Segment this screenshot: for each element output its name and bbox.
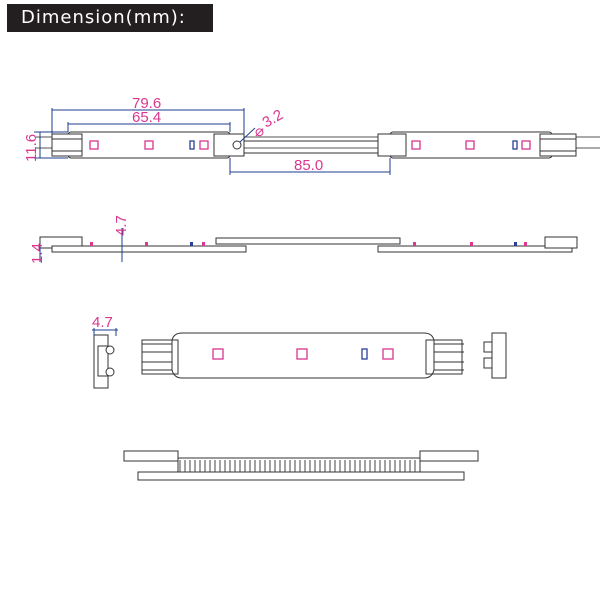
led-icon [89,140,99,150]
resistor-icon [189,140,195,150]
top-view-dimension-lines [34,108,391,175]
bottom-end-left [123,450,179,462]
dimension-label: 79.6 [132,95,161,112]
side-bridge [215,237,401,245]
bottom-end-right [419,450,479,462]
resistor-icon [512,140,518,150]
resistor-icon [190,242,193,246]
side-end-right [544,236,578,249]
dimension-label: 4.7 [113,215,130,236]
bottom-heatsink [177,457,421,473]
dimension-label: 65.4 [132,109,161,126]
wire-end-icon [105,345,115,355]
resistor-icon [514,242,517,246]
page-title: Dimension(mm): [21,7,186,28]
led-icon [521,140,531,150]
dimension-label: 11.6 [23,134,40,162]
led-icon [212,348,224,360]
fin-lines [179,460,416,472]
side-module-1-base [51,245,247,253]
led-icon [199,140,209,150]
led-icon [382,348,394,360]
led-icon [465,140,475,150]
led-icon [413,242,416,246]
side-view-leds [90,242,527,246]
bottom-view [123,450,479,481]
side-module-2-base [377,245,573,253]
led-icon [296,348,308,360]
dimension-label: 1.4 [29,243,46,264]
mounting-hole-icon [232,140,242,150]
front-view-leds [212,348,394,360]
top-module-1-end-right [213,133,245,157]
bottom-base [137,471,465,481]
leader-line [239,127,256,143]
top-module-1-end-left [51,133,83,157]
title-bar: Dimension(mm): [7,4,213,32]
resistor-icon [361,348,368,360]
led-icon [524,242,527,246]
led-icon [411,140,421,150]
top-view [36,131,600,159]
right-end-pin [483,341,493,353]
side-view-dimension-lines [39,228,123,262]
top-module-2-end-left [377,133,407,157]
wire-end-icon [105,367,115,377]
end-view-inner [97,345,109,377]
dimension-label-diameter-icon: ⌀ [255,123,264,140]
side-view [39,236,578,253]
right-end-body [491,332,507,379]
front-connector-left [141,339,179,375]
dimension-label: 85.0 [294,157,323,174]
led-icon [144,140,154,150]
top-module-2-end-right [539,133,577,157]
dimension-label: 4.7 [92,314,113,331]
top-view-leds [89,140,531,150]
led-icon [202,242,205,246]
end-view-dimension-lines [92,328,118,336]
heatsink-fins [179,460,416,472]
front-connector-right [425,339,463,375]
led-icon [145,242,148,246]
right-end-view [483,332,507,379]
led-icon [90,242,93,246]
led-icon [470,242,473,246]
end-view [93,334,115,389]
right-end-pin [483,357,493,369]
